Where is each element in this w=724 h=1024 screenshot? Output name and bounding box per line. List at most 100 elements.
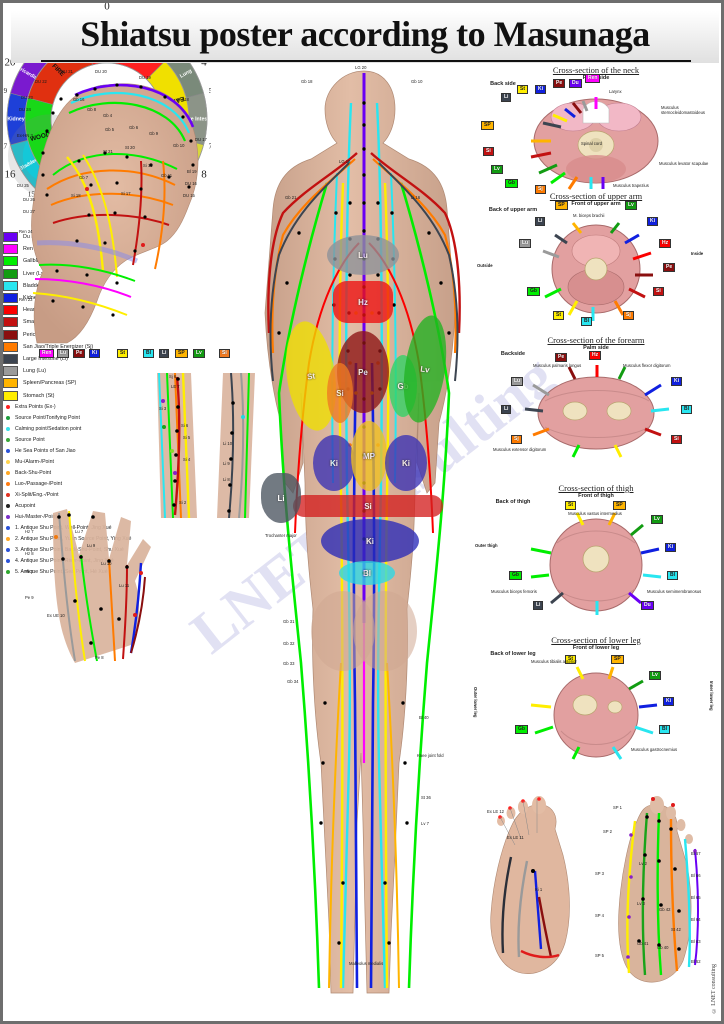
meridian-tag: St xyxy=(117,349,128,358)
point-color-dot xyxy=(6,416,10,421)
point-label: Lv 3 xyxy=(637,901,645,906)
arm-dorsal-panel: Sj 6 LE 7 Si 3 Si 6 Si 5 Si 4 Si 2 Li 10… xyxy=(145,372,275,519)
hara-zone-mp: MP xyxy=(351,421,387,491)
point-label: Gb 8 xyxy=(87,107,97,112)
point-legend-label: Extra Points (Ex-) xyxy=(15,404,56,411)
point-label: Gb 10 xyxy=(411,79,423,84)
color-swatch xyxy=(3,280,18,291)
section-footer: Back of thigh xyxy=(495,499,531,505)
point-label: Gb 21 xyxy=(285,195,297,200)
point-color-dot xyxy=(6,438,10,443)
meridian-tag-gb: Gb xyxy=(515,725,528,734)
section-title: Cross-section of upper arm xyxy=(549,191,643,201)
point-label: DU 21 xyxy=(61,69,73,74)
meridian-tag-bl: Bl xyxy=(581,317,592,326)
organ-clock-organ-label: Kidney xyxy=(7,116,24,122)
hara-zone-si-band: Si xyxy=(293,495,443,517)
point-legend-row: Mu-/Alarm-/Point xyxy=(3,457,213,468)
anatomy-label: Spinal cord xyxy=(581,141,602,146)
point-label: Gb 42 xyxy=(659,907,671,912)
arm-dorsal-svg xyxy=(157,372,255,519)
point-legend-row: Acupoint xyxy=(3,501,213,512)
point-color-dot xyxy=(6,405,10,410)
section-title: Cross-section of the forearm xyxy=(547,335,645,345)
side-label-right: Inner lower leg xyxy=(709,681,714,711)
hand-palmar-svg xyxy=(53,509,151,663)
point-legend-row: Extra Points (Ex-) xyxy=(3,402,213,413)
point-label: Si 5 xyxy=(183,435,191,440)
point-label: St 36 xyxy=(421,795,431,800)
anatomy-label: Trochanter major xyxy=(265,533,297,538)
point-label: Si 2 xyxy=(179,500,187,505)
point-legend-row: Source Point/Tonifying Point xyxy=(3,413,213,424)
hara-zone-hz: Hz xyxy=(333,281,393,323)
point-label: Bl 62 xyxy=(691,959,701,964)
color-swatch xyxy=(3,268,18,279)
hara-zone-ki-right: Ki xyxy=(385,435,427,491)
point-label: Gb 4 xyxy=(103,113,113,118)
meridian-tag-lv: Lv xyxy=(651,515,663,524)
point-label: Ki 1 xyxy=(535,887,543,892)
point-label: DU 22 xyxy=(35,79,47,84)
point-legend-row: Calming point/Sedation point xyxy=(3,424,213,435)
point-color-dot xyxy=(6,493,10,498)
meridian-tag-ki: Ki xyxy=(671,377,682,386)
point-color-dot xyxy=(6,537,10,542)
point-color-dot xyxy=(6,504,10,509)
cross-section-upper-arm: Cross-section of upper arm Front of uppe… xyxy=(473,191,719,333)
meridian-legend-row: Bladder (Bl) xyxy=(3,280,199,292)
organ-clock-hour-label: 16 xyxy=(5,169,17,181)
point-color-dot xyxy=(6,515,10,520)
cross-section-lower-leg: Cross-section of lower leg Front of lowe… xyxy=(473,635,719,785)
section-title: Cross-section of the neck xyxy=(552,65,640,75)
meridian-tag: Lu xyxy=(57,349,70,358)
point-legend-label: Back-Shu-Point xyxy=(15,470,52,477)
color-swatch xyxy=(3,329,18,340)
meridian-tag-gb: Gb xyxy=(505,179,518,188)
hara-zone-bl: Bl xyxy=(339,561,395,585)
section-title: Cross-section of lower leg xyxy=(551,635,641,645)
meridian-tag-li: Li xyxy=(501,405,512,414)
organ-clock-hour-label: 19 xyxy=(3,87,8,95)
lower-leg-anatomy-svg xyxy=(530,666,658,760)
color-swatch xyxy=(3,390,18,401)
meridian-tag-ki: Ki xyxy=(535,85,546,94)
page-title: Shiatsu poster according to Masunaga xyxy=(80,14,650,54)
title-bar: Shiatsu poster according to Masunaga xyxy=(11,11,719,63)
color-swatch xyxy=(3,293,18,304)
organ-clock-organ-label: Lung xyxy=(179,68,193,80)
meridian-tag-bl: Bl xyxy=(659,725,670,734)
point-label: Gb 10 xyxy=(173,143,185,148)
section-footer: Back of upper arm xyxy=(488,207,538,213)
anatomy-label: Musculus gastrocnemius xyxy=(631,747,678,752)
point-label: Hz 8 xyxy=(25,551,34,556)
meridian-tag-bl: Bl xyxy=(667,571,678,580)
point-label: Si 4 xyxy=(183,457,191,462)
point-label: DU 17 xyxy=(195,137,207,142)
point-label: Ex-HN 3 xyxy=(17,133,33,138)
organ-clock-hour-label: 17 xyxy=(3,142,8,150)
foot-plantar-panel: SP 1 SP 2 SP 3 SP 4 SP 5 Bl 62 Bl 63 Bl … xyxy=(595,791,715,991)
point-label: SP 5 xyxy=(595,953,605,958)
organ-clock-hour-label: 0 xyxy=(104,3,110,13)
section-subtitle: Front of lower leg xyxy=(572,645,620,651)
hara-zone-ki-left: Ki xyxy=(313,435,355,491)
meridian-tag: Pe xyxy=(73,349,86,358)
point-legend-label: Xi-Split/Eng.-/Point xyxy=(15,492,59,499)
meridian-tag-st: St xyxy=(565,501,576,510)
point-label: Gb 31 xyxy=(283,619,295,624)
point-label: Bl 66 xyxy=(691,873,701,878)
point-label: Gb 6 xyxy=(129,125,139,130)
point-label: Gb 41 xyxy=(637,941,649,946)
point-label: St 20 xyxy=(125,145,135,150)
meridian-tag-sp: SP xyxy=(555,201,568,210)
point-legend-label: Luo-/Passage-/Point xyxy=(15,481,63,488)
point-label: LE 7 xyxy=(171,384,180,389)
meridian-legend-row: Liver (Lv) xyxy=(3,268,199,280)
point-label: Bl 64 xyxy=(691,917,701,922)
upper-arm-anatomy-svg xyxy=(542,222,653,321)
anatomy-label: M. biceps brachii xyxy=(573,213,605,218)
side-label-left: Outer lower leg xyxy=(473,687,478,718)
hara-zone-ki-band: Ki xyxy=(321,519,419,563)
organ-clock-organ-label: Large Intestine xyxy=(180,116,211,122)
